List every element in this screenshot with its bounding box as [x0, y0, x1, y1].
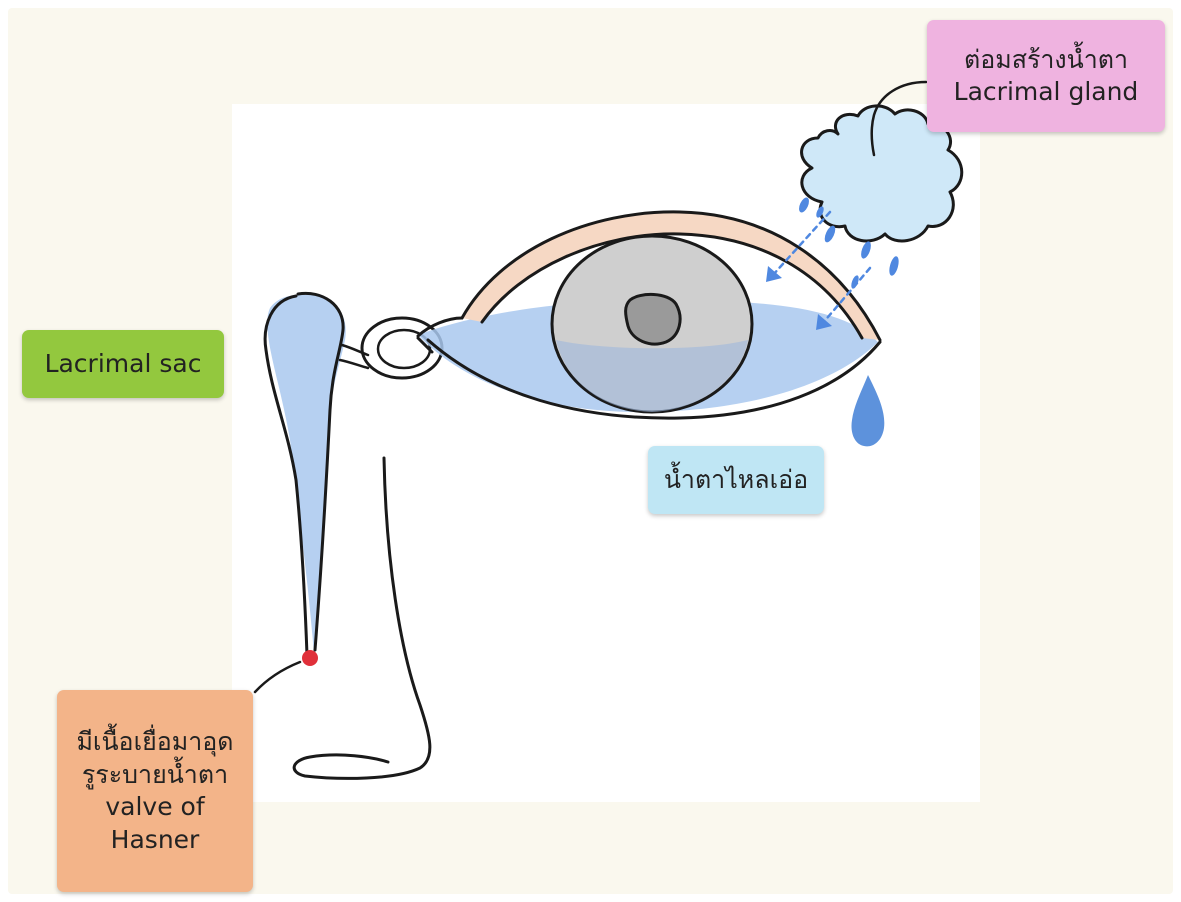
- valve-line-2: รูระบายน้ำตา: [82, 759, 228, 792]
- lacrimal-sac-text: Lacrimal sac: [45, 348, 202, 381]
- valve-line-4: Hasner: [111, 824, 200, 857]
- lacrimal-sac-fill: [267, 295, 345, 655]
- tear-drop: [852, 375, 885, 446]
- obstruction-dot: [302, 650, 318, 666]
- valve-of-hasner-label: มีเนื้อเยื่อมาอุด รูระบายน้ำตา valve of …: [57, 690, 253, 892]
- valve-line-3: valve of: [105, 791, 204, 824]
- lacrimal-gland-english: Lacrimal gland: [954, 76, 1139, 109]
- valve-line-1: มีเนื้อเยื่อมาอุด: [76, 726, 233, 759]
- lacrimal-sac-label: Lacrimal sac: [22, 330, 224, 398]
- tears-overflow-text: น้ำตาไหลเอ่อ: [664, 464, 808, 497]
- lacrimal-gland-thai: ต่อมสร้างน้ำตา: [964, 44, 1128, 77]
- pupil: [626, 294, 680, 344]
- valve-leader-line: [255, 662, 300, 692]
- lacrimal-gland-label: ต่อมสร้างน้ำตา Lacrimal gland: [927, 20, 1165, 132]
- tears-overflow-label: น้ำตาไหลเอ่อ: [648, 446, 824, 514]
